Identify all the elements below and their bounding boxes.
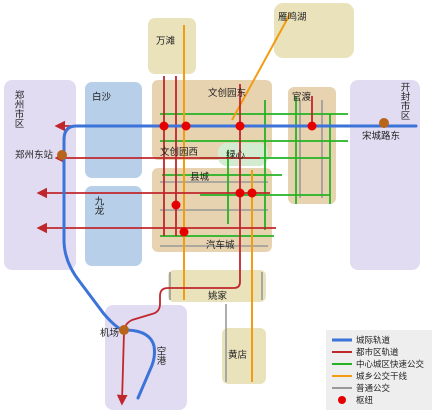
zone-kaifeng-urban xyxy=(350,80,420,270)
legend: 城际轨道 都市区轨道 中心城区快速公交 城乡公交干线 普通公交 枢纽 xyxy=(332,335,425,406)
labels: 郑州市区 郑州东站 白沙 九龙 万滩 雁鸣湖 文创园东 文创园西 官渡 绿心 县… xyxy=(13,11,411,365)
hub-node xyxy=(235,121,245,131)
label-wenchuangyuan-east: 文创园东 xyxy=(208,87,246,99)
label-airport: 机场 xyxy=(100,327,119,339)
label-yaojia: 姚家 xyxy=(208,290,228,302)
zone-baisha xyxy=(85,82,142,178)
legend-label: 城乡公交干线 xyxy=(356,371,408,382)
regular-bus-lines xyxy=(160,100,323,382)
label-auto-city: 汽车城 xyxy=(206,239,235,251)
junction-songcheng-east xyxy=(379,118,389,128)
label-jiulong: 九龙 xyxy=(93,195,105,215)
legend-label: 都市区轨道 xyxy=(356,347,399,358)
legend-label: 枢纽 xyxy=(356,395,374,406)
hubs xyxy=(57,118,389,335)
junction-airport xyxy=(119,325,129,335)
zone-lvxin xyxy=(218,143,268,166)
hub-node xyxy=(181,121,191,131)
legend-hub-icon xyxy=(338,396,346,404)
zone-huangdian xyxy=(222,328,266,384)
label-wantan: 万滩 xyxy=(156,35,176,47)
label-songcheng-east: 宋城路东 xyxy=(362,130,400,142)
label-zhengzhou-east: 郑州东站 xyxy=(15,149,54,161)
legend-label: 城际轨道 xyxy=(356,335,391,346)
label-county: 县城 xyxy=(190,172,210,183)
zone-jiulong xyxy=(85,186,142,266)
label-guandu: 官渡 xyxy=(292,91,312,103)
label-baisha: 白沙 xyxy=(92,91,112,103)
hub-node xyxy=(159,121,169,131)
label-lvxin: 绿心 xyxy=(226,149,246,161)
label-yanminghu: 雁鸣湖 xyxy=(278,11,307,23)
legend-label: 普通公交 xyxy=(356,383,391,394)
junction-zhengzhou-east xyxy=(57,150,67,160)
label-zhengzhou-urban: 郑州市区 xyxy=(13,89,25,128)
zone-yanminghu xyxy=(274,3,354,58)
label-airport-harbor: 空港 xyxy=(155,345,167,365)
label-wenchuangyuan-west: 文创园西 xyxy=(160,146,198,158)
hub-node xyxy=(171,200,181,210)
hub-node xyxy=(247,188,257,198)
hub-node xyxy=(307,121,317,131)
label-huangdian: 黄店 xyxy=(228,349,247,361)
hub-node xyxy=(179,227,189,237)
urban-rural-bus-lines xyxy=(183,13,291,382)
hub-node xyxy=(235,188,245,198)
label-kaifeng-urban: 开封市区 xyxy=(399,82,411,120)
zone-airport xyxy=(105,305,187,410)
zone-yaojia xyxy=(168,270,266,302)
legend-label: 中心城区快速公交 xyxy=(356,359,425,370)
intercity-rail-lines xyxy=(62,124,418,400)
